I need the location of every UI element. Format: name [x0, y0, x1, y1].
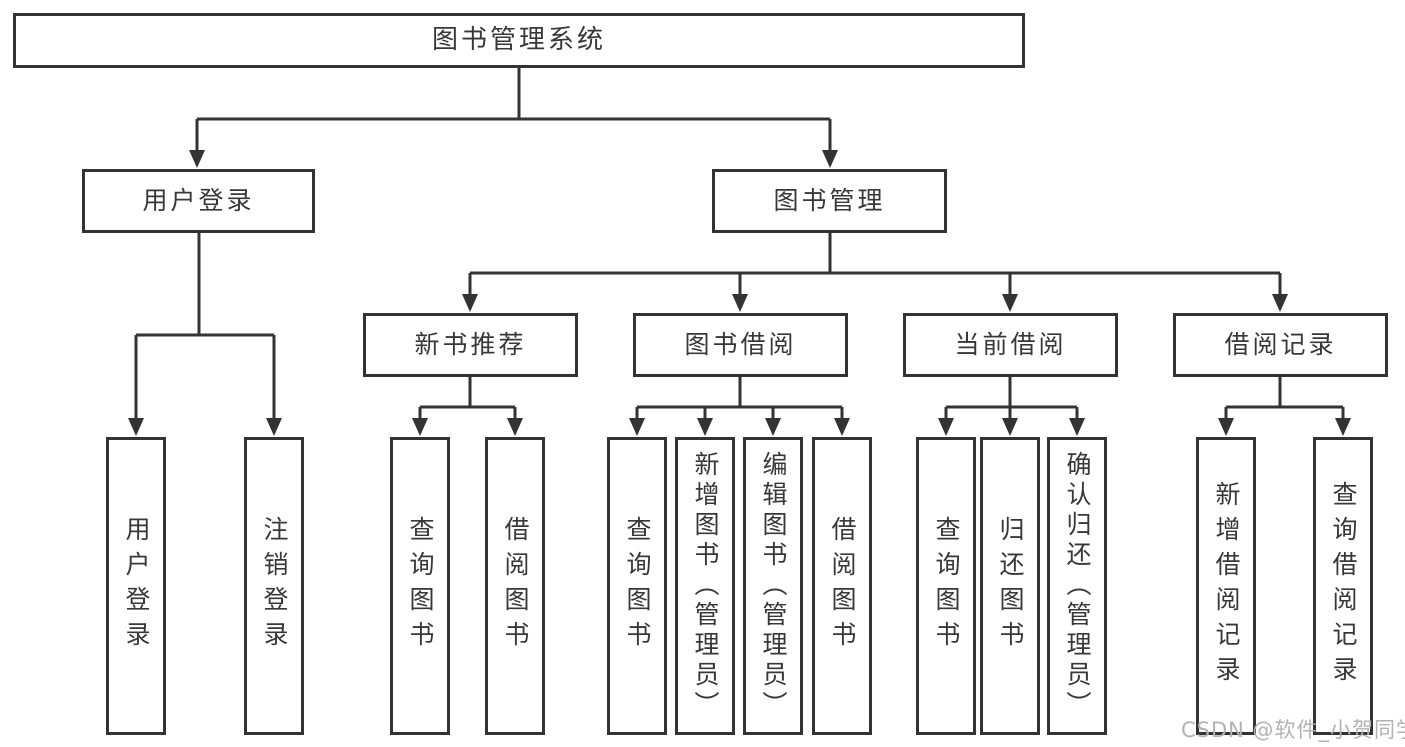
node-book-management-branch: 图书管理	[712, 169, 947, 233]
node-borrow-books-recommend: 借阅图书	[485, 437, 545, 735]
connector-new-book-recommendation-children	[412, 377, 523, 436]
node-label: 编辑图书（管理员）	[759, 451, 788, 721]
node-label: 归还图书	[996, 516, 1025, 656]
node-confirm-return-admin: 确认归还（管理员）	[1047, 437, 1107, 735]
connector-borrowing-records-children	[1218, 377, 1351, 436]
node-label: 借阅图书	[828, 516, 857, 656]
node-user-login-branch: 用户登录	[82, 169, 315, 233]
node-user-login-leaf: 用户登录	[106, 437, 166, 735]
node-label: 查询图书	[406, 516, 435, 656]
node-label: 查询借阅记录	[1329, 481, 1358, 691]
node-query-books-borrowing: 查询图书	[607, 437, 667, 735]
node-query-books-current: 查询图书	[916, 437, 976, 735]
node-return-books: 归还图书	[980, 437, 1040, 735]
csdn-watermark: CSDN @软件_小贺同学	[1181, 718, 1405, 742]
node-label: 查询图书	[623, 516, 652, 656]
node-library-management-system: 图书管理系统	[13, 13, 1025, 68]
node-label: 新增借阅记录	[1212, 481, 1241, 691]
connector-user-login-children	[128, 233, 282, 436]
node-borrow-books-borrowing: 借阅图书	[812, 437, 872, 735]
node-query-borrow-record: 查询借阅记录	[1313, 437, 1373, 735]
node-label: 查询图书	[932, 516, 961, 656]
node-edit-books-admin: 编辑图书（管理员）	[743, 437, 803, 735]
node-logout: 注销登录	[244, 437, 304, 735]
node-label: 注销登录	[260, 516, 289, 656]
node-label: 新增图书（管理员）	[691, 451, 720, 721]
node-current-borrowing: 当前借阅	[903, 313, 1118, 377]
node-add-books-admin: 新增图书（管理员）	[675, 437, 735, 735]
node-query-books-recommend: 查询图书	[390, 437, 450, 735]
node-label: 确认归还（管理员）	[1063, 451, 1092, 721]
node-book-borrowing: 图书借阅	[633, 313, 848, 377]
connector-book-borrowing-children	[629, 377, 850, 436]
node-borrowing-records: 借阅记录	[1173, 313, 1388, 377]
connector-book-management-children	[462, 233, 1288, 312]
node-add-borrow-record: 新增借阅记录	[1196, 437, 1256, 735]
node-new-book-recommendation: 新书推荐	[363, 313, 578, 377]
node-label: 借阅图书	[501, 516, 530, 656]
connector-root-to-level2	[189, 68, 838, 168]
node-label: 用户登录	[122, 516, 151, 656]
connector-current-borrowing-children	[938, 377, 1085, 436]
